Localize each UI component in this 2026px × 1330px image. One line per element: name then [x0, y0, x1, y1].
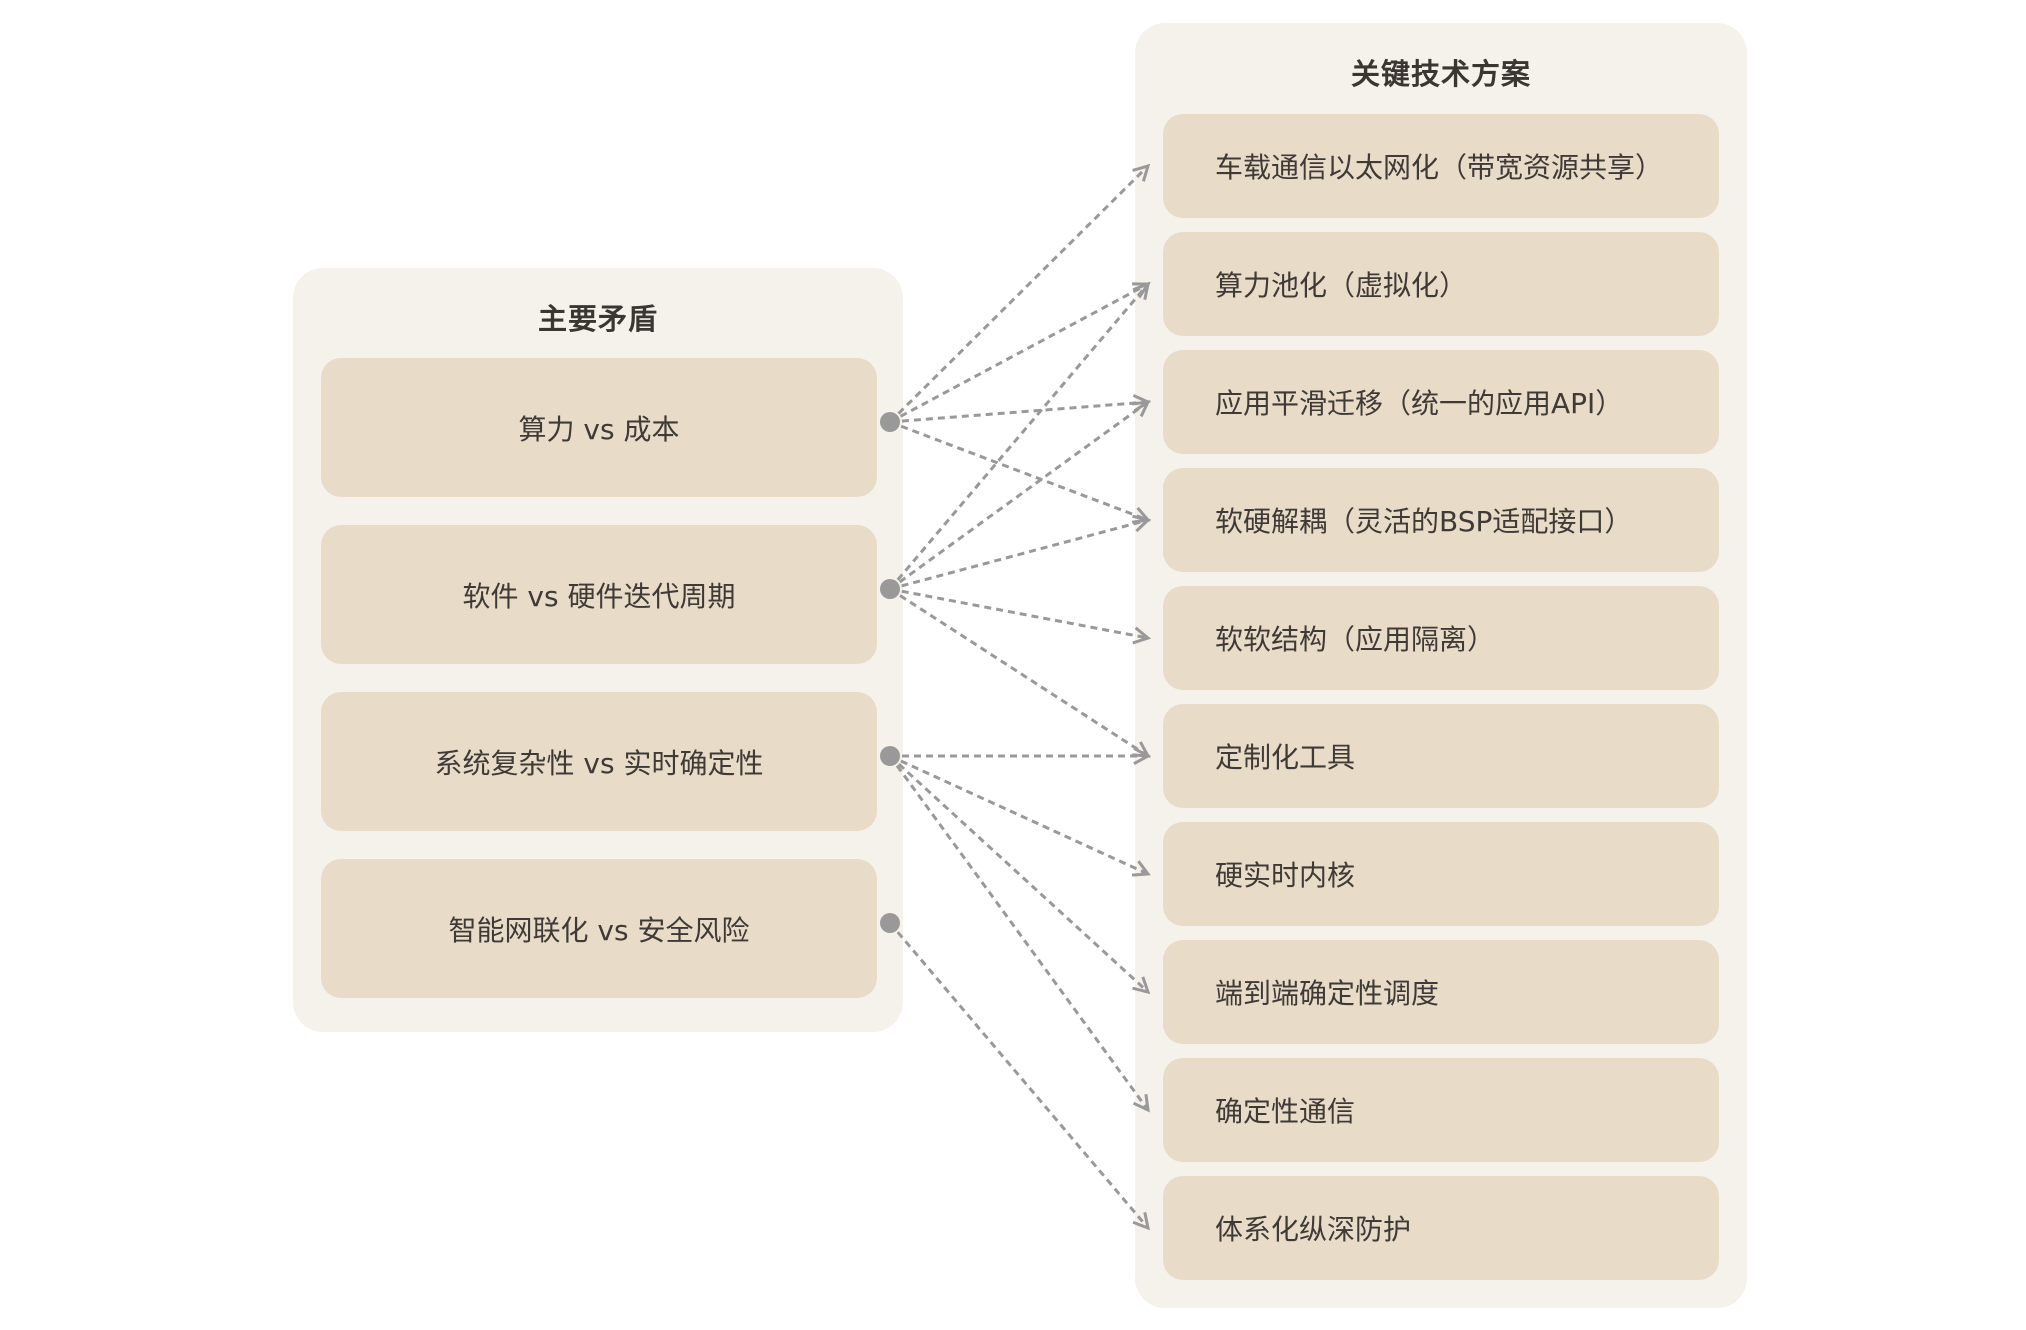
solution-hard-realtime-kernel: 硬实时内核: [1163, 822, 1719, 926]
connector-line: [889, 420, 1149, 522]
connector-line: [889, 400, 1149, 591]
contradiction-software-hardware: 软件 vs 硬件迭代周期: [321, 525, 877, 664]
solution-hw-sw-decoupling: 软硬解耦（灵活的BSP适配接口）: [1163, 468, 1719, 572]
solution-custom-tools: 定制化工具: [1163, 704, 1719, 808]
solution-app-migration: 应用平滑迁移（统一的应用API）: [1163, 350, 1719, 454]
solution-deterministic-comm: 确定性通信: [1163, 1058, 1719, 1162]
contradictions-title: 主要矛盾: [537, 302, 658, 336]
contradiction-connectivity-security: 智能网联化 vs 安全风险: [321, 859, 877, 998]
solutions-title: 关键技术方案: [1350, 57, 1531, 91]
solution-e2e-scheduling: 端到端确定性调度: [1163, 940, 1719, 1044]
connector-line: [889, 754, 1149, 876]
connector-line: [888, 164, 1150, 424]
solution-ethernet: 车载通信以太网化（带宽资源共享）: [1163, 114, 1719, 218]
connector-line: [889, 400, 1149, 424]
connector-line: [889, 282, 1149, 424]
connector-line: [888, 754, 1150, 994]
connector-line: [889, 587, 1149, 758]
contradictions-panel: 主要矛盾 算力 vs 成本 软件 vs 硬件迭代周期 系统复杂性 vs 实时确定…: [293, 268, 903, 1032]
connector-line: [889, 587, 1149, 640]
solution-compute-pooling: 算力池化（虚拟化）: [1163, 232, 1719, 336]
connector-line: [888, 922, 1150, 1229]
contradiction-complexity-realtime: 系统复杂性 vs 实时确定性: [321, 692, 877, 831]
solutions-panel: 关键技术方案 车载通信以太网化（带宽资源共享） 算力池化（虚拟化） 应用平滑迁移…: [1135, 23, 1747, 1308]
connector-line: [889, 518, 1149, 591]
connector-line: [888, 283, 1150, 590]
contradiction-compute-cost: 算力 vs 成本: [321, 358, 877, 497]
connector-line: [888, 755, 1150, 1111]
solution-app-isolation: 软软结构（应用隔离）: [1163, 586, 1719, 690]
solution-defense-in-depth: 体系化纵深防护: [1163, 1176, 1719, 1280]
